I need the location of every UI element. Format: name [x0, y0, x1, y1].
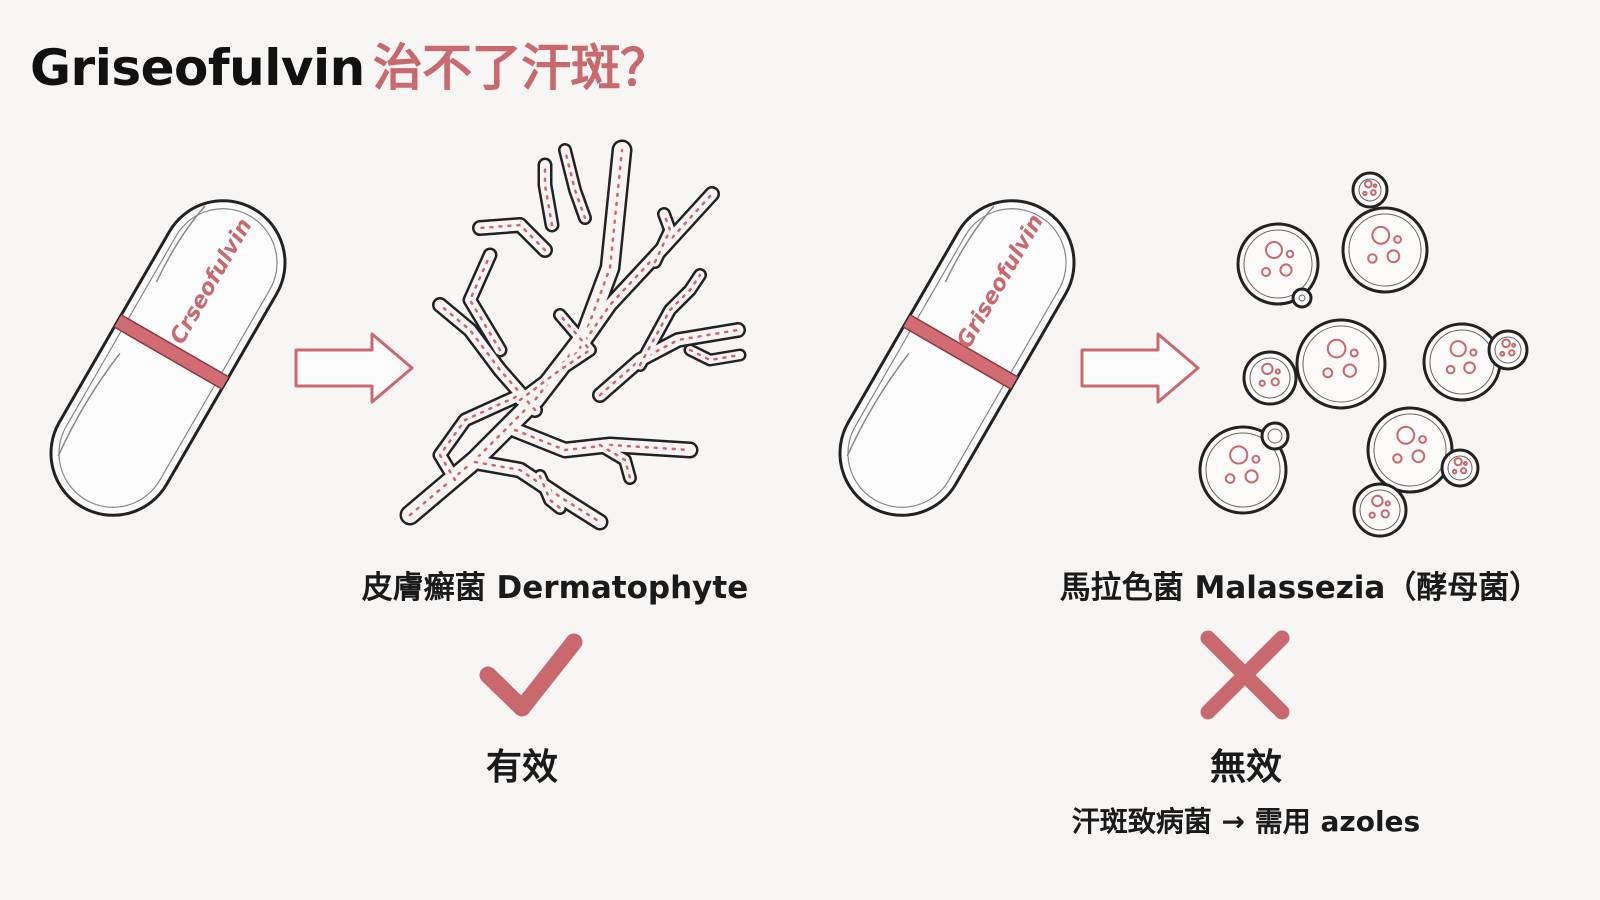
capsule-right: Griseofulvin [816, 177, 1099, 539]
title-drug: Griseofulvin [30, 39, 365, 97]
title-question: 治不了汗斑？ [372, 39, 671, 97]
hypha-spores [598, 443, 632, 480]
malassezia-yeast-cells [1198, 171, 1529, 538]
hypha-spores [543, 163, 554, 227]
hypha-spores [468, 253, 502, 352]
treatment-note: 汗斑致病菌 → 需用 azoles [1071, 805, 1421, 838]
hypha-spores [598, 328, 740, 397]
verdict-label-ineffective: 無效 [1209, 747, 1283, 788]
check-icon [479, 633, 583, 717]
yeast-cell [1242, 318, 1387, 410]
cross-icon [1200, 630, 1290, 720]
yeast-cell [1236, 222, 1320, 309]
hypha-spores [563, 148, 587, 220]
hypha-spores [478, 223, 547, 252]
arrow-right-icon [294, 332, 414, 404]
verdict-label-effective: 有效 [485, 747, 559, 788]
yeast-cell [1422, 322, 1529, 402]
hypha-spores [653, 212, 672, 264]
arrow-right-icon [1080, 332, 1200, 404]
organism-label-dermatophyte: 皮膚癬菌 Dermatophyte [361, 570, 749, 606]
hypha-fill [474, 219, 551, 256]
hypha-spores [573, 192, 714, 357]
organism-label-malassezia: 馬拉色菌 Malassezia（酵母菌） [1059, 570, 1541, 606]
hypha-fill [686, 346, 744, 364]
yeast-cell [1198, 421, 1290, 515]
yeast-cell [1352, 406, 1480, 538]
hypha-spores [438, 303, 537, 412]
hypha-spores [538, 474, 562, 510]
capsule-left: Crseofulvin [27, 177, 310, 539]
yeast-cell [1341, 171, 1429, 294]
dermatophyte-hyphae [399, 139, 747, 531]
hypha-fill [435, 390, 525, 485]
hypha-spores [408, 148, 624, 517]
hypha-spores [513, 428, 692, 452]
hypha-spores [638, 273, 702, 367]
hypha-spores [518, 313, 592, 402]
